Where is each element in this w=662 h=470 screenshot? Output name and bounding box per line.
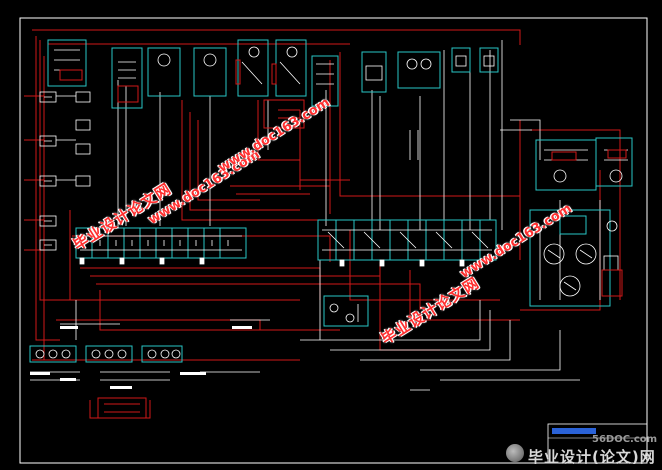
gauge-icon bbox=[160, 349, 170, 359]
valve-block-icon bbox=[75, 91, 91, 103]
right-red-accents bbox=[551, 149, 627, 297]
valve-block-icon bbox=[39, 239, 57, 251]
top-component-symbols bbox=[54, 46, 495, 160]
pump-icon bbox=[193, 47, 227, 97]
title-block bbox=[547, 423, 648, 464]
valve-block-icon bbox=[311, 55, 339, 107]
pump-icon bbox=[543, 243, 565, 265]
gauge-icon bbox=[117, 349, 127, 359]
valve-block-icon bbox=[39, 91, 57, 103]
gauge-icon bbox=[61, 349, 71, 359]
top-red-accents bbox=[59, 59, 305, 129]
valve-block-icon bbox=[275, 39, 307, 97]
gauge-icon bbox=[606, 220, 618, 232]
right-pump-group bbox=[529, 137, 633, 307]
gauge-icon bbox=[553, 169, 567, 183]
logo-url: 56DOC.com bbox=[592, 434, 658, 445]
valve-block-icon bbox=[75, 143, 91, 155]
valve-block-icon bbox=[75, 119, 91, 131]
valve-block-icon bbox=[451, 47, 471, 73]
valve-block-icon bbox=[75, 175, 91, 187]
motor-icon bbox=[575, 243, 597, 265]
middle-manifold-symbols bbox=[322, 229, 492, 267]
bottom-red-block bbox=[97, 397, 147, 419]
left-manifold bbox=[75, 227, 247, 259]
top-valve-row bbox=[47, 39, 499, 109]
valve-block-icon bbox=[479, 47, 499, 73]
gauge-icon bbox=[104, 349, 114, 359]
valve-block-icon bbox=[47, 39, 87, 87]
valve-block-icon bbox=[39, 135, 57, 147]
left-valve-column bbox=[39, 91, 91, 251]
left-manifold-symbols bbox=[79, 235, 242, 265]
gauge-icon bbox=[609, 169, 623, 183]
valve-block-icon bbox=[39, 175, 57, 187]
bottom-labels bbox=[30, 326, 252, 389]
drawing-frame bbox=[19, 17, 648, 464]
valve-block-icon bbox=[39, 215, 57, 227]
logo-seal-icon bbox=[506, 444, 524, 462]
valve-block-icon bbox=[111, 47, 143, 109]
valve-block-icon bbox=[237, 39, 269, 97]
filter-icon bbox=[323, 295, 369, 327]
return-lines bbox=[30, 40, 601, 391]
bottom-gauge-clusters bbox=[29, 345, 183, 363]
gauge-icon bbox=[48, 349, 58, 359]
gauge-icon bbox=[147, 349, 157, 359]
middle-manifold bbox=[317, 219, 497, 261]
pressure-lines bbox=[24, 29, 621, 419]
pump-icon bbox=[147, 47, 181, 97]
logo-text: 毕业设计(论文)网 bbox=[528, 448, 656, 466]
pump-icon bbox=[397, 51, 441, 89]
gauge-icon bbox=[35, 349, 45, 359]
gauge-icon bbox=[91, 349, 101, 359]
filter-group bbox=[323, 295, 369, 327]
valve-block-icon bbox=[361, 51, 387, 93]
gauge-icon bbox=[171, 349, 181, 359]
pump-icon bbox=[559, 275, 581, 297]
